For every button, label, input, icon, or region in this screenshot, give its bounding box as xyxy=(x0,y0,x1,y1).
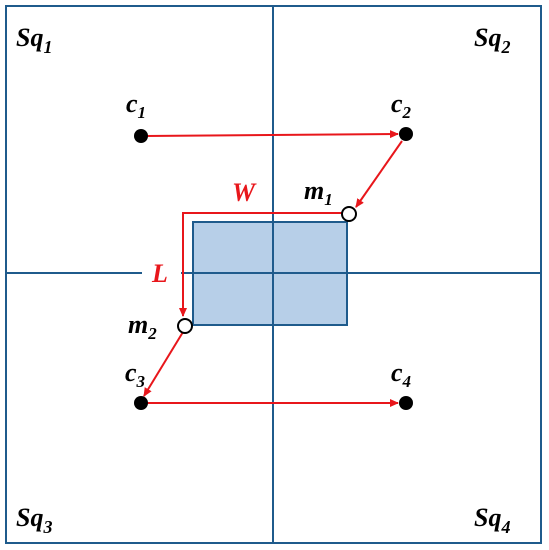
arrow-m2-to-c3 xyxy=(143,331,184,397)
arrow-c1-to-c2 xyxy=(144,130,399,139)
point-m2 xyxy=(177,318,193,334)
label-c4: c4 xyxy=(391,358,411,391)
label-c1: c1 xyxy=(126,89,146,122)
label-sq1: Sq1 xyxy=(16,23,52,57)
point-c1 xyxy=(134,129,148,143)
point-c2 xyxy=(399,127,413,141)
label-sq2: Sq2 xyxy=(474,23,510,57)
point-c4 xyxy=(399,396,413,410)
arrow-width-then-length xyxy=(179,212,346,317)
label-m2: m2 xyxy=(128,310,157,343)
width-label: W xyxy=(232,178,257,207)
label-m1: m1 xyxy=(304,176,333,209)
arrow-c2-to-m1 xyxy=(355,140,403,208)
point-m1 xyxy=(341,206,357,222)
length-label: L xyxy=(151,259,168,288)
point-c3 xyxy=(134,396,148,410)
label-c3: c3 xyxy=(125,358,146,391)
label-sq3: Sq3 xyxy=(16,503,52,537)
label-c2: c2 xyxy=(391,89,412,122)
label-sq4: Sq4 xyxy=(474,503,510,537)
